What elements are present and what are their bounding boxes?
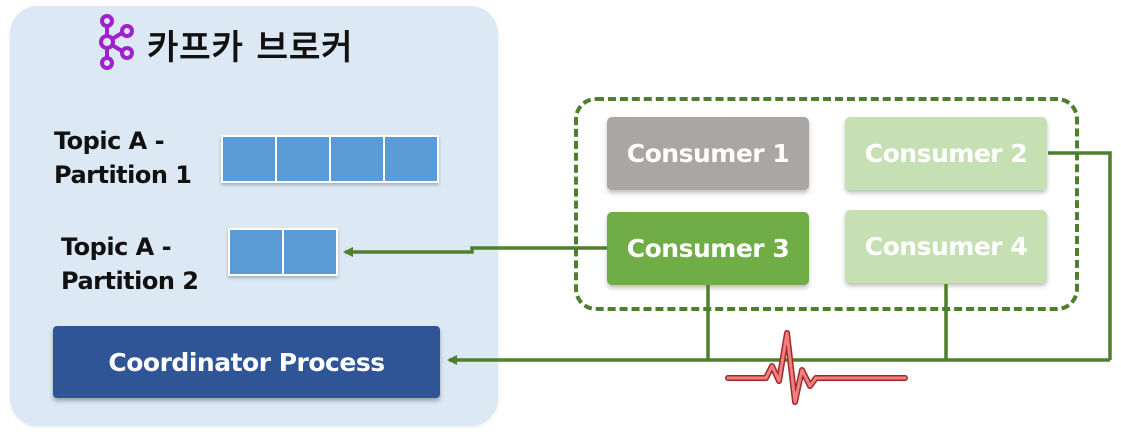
consumer-4: Consumer 4 xyxy=(845,210,1047,283)
consumer-1-label: Consumer 1 xyxy=(626,139,790,168)
topic-partition-1-label-line2: Partition 1 xyxy=(54,161,192,189)
partition-1-cell xyxy=(277,137,331,181)
partition-1-cell xyxy=(331,137,385,181)
consumer-group-border xyxy=(574,97,1079,311)
coordinator-process-label: Coordinator Process xyxy=(108,347,385,377)
partition-2-log xyxy=(228,228,338,276)
topic-partition-2-label: Topic A - Partition 2 xyxy=(61,230,199,298)
partition-1-log xyxy=(221,135,439,183)
partition-1-cell xyxy=(223,137,277,181)
consumer-4-label: Consumer 4 xyxy=(864,232,1028,261)
topic-partition-1-label: Topic A - Partition 1 xyxy=(54,124,192,192)
consumer-2-label: Consumer 2 xyxy=(864,139,1028,168)
topic-partition-2-label-line1: Topic A - xyxy=(61,233,172,261)
kafka-logo-icon xyxy=(95,14,135,74)
topic-partition-1-label-line1: Topic A - xyxy=(54,127,165,155)
broker-title-label: 카프카 브로커 xyxy=(147,27,354,68)
partition-1-cell xyxy=(385,137,437,181)
consumer-3: Consumer 3 xyxy=(607,212,809,285)
fetch-arrow-consumer3-partition2 xyxy=(343,246,607,257)
heartbeat-icon xyxy=(725,330,908,405)
consumer-3-label: Consumer 3 xyxy=(626,234,790,263)
consumer-2: Consumer 2 xyxy=(845,117,1047,190)
topic-partition-2-label-line2: Partition 2 xyxy=(61,267,199,295)
consumer-1: Consumer 1 xyxy=(607,117,809,190)
broker-title: 카프카 브로커 xyxy=(95,14,354,74)
partition-2-cell xyxy=(284,230,336,274)
partition-2-cell xyxy=(230,230,284,274)
coordinator-process: Coordinator Process xyxy=(53,326,440,398)
heartbeat-line-consumer2 xyxy=(1048,151,1112,360)
